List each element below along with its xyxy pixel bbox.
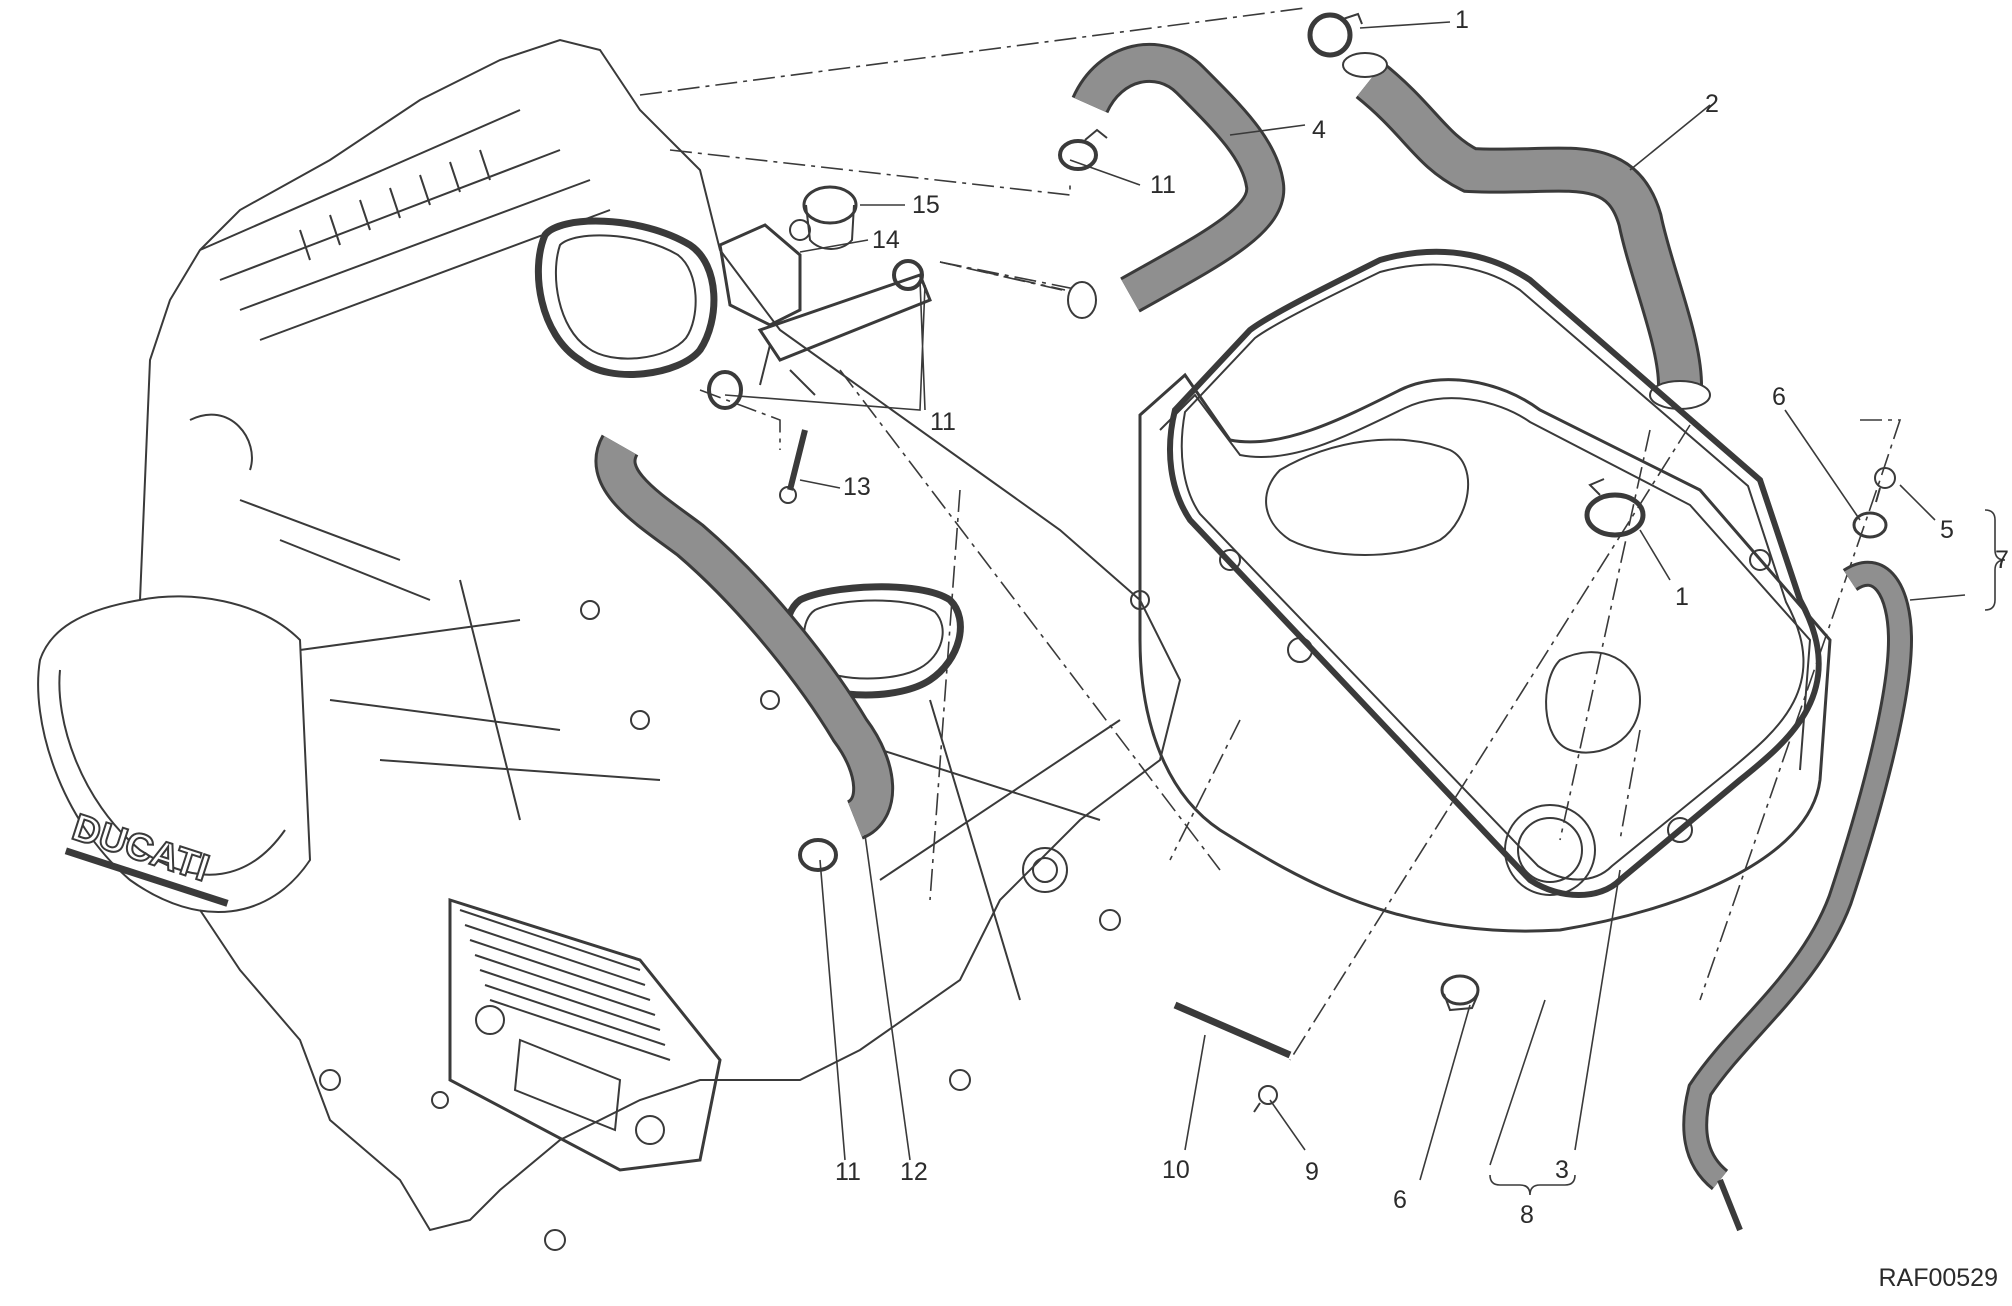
callout-11-c: 11: [835, 1158, 861, 1186]
fitting-5: [1874, 467, 1896, 503]
valve-cover-gasket: [1167, 248, 1822, 898]
clamp-11-d: [798, 838, 838, 872]
callout-6-lower: 6: [1393, 1186, 1407, 1214]
callout-14: 14: [872, 226, 900, 254]
callout-1: 1: [1455, 6, 1469, 34]
filler-cap: [1022, 847, 1068, 893]
clamp-1-lower: [1584, 478, 1646, 538]
callout-leaders: [724, 21, 2006, 1196]
callout-7: 7: [1995, 546, 2009, 574]
bolt-13: [779, 429, 808, 504]
ducati-logo: DUCATI: [64, 806, 229, 907]
callout-8: 8: [1520, 1201, 1534, 1229]
valve-cover: [1138, 372, 1832, 933]
callout-13: 13: [843, 473, 871, 501]
crankcase: [139, 38, 1182, 1232]
callout-1-b: 1: [1675, 583, 1689, 611]
callout-9: 9: [1305, 1158, 1319, 1186]
clamp-11-b: [892, 259, 924, 291]
hose-7: [1682, 560, 1914, 1232]
callout-5: 5: [1940, 516, 1954, 544]
plug-6-lower: [1440, 974, 1480, 1012]
callout-6-upper: 6: [1772, 383, 1786, 411]
reference-code: RAF00529: [1878, 1264, 1998, 1292]
hose-4: [1067, 42, 1286, 319]
callout-4: 4: [1312, 116, 1326, 144]
clamp-11-a: [1058, 128, 1108, 171]
callout-3: 3: [1555, 1156, 1569, 1184]
screw-9: [1253, 1085, 1278, 1113]
callout-2: 2: [1705, 90, 1719, 118]
engine-assembly: DUCATI: [37, 38, 1182, 1251]
oil-cooler: [448, 897, 722, 1172]
assembly-guide-lines: [639, 7, 1902, 1061]
intake-port-upper: [534, 217, 718, 378]
hose-2: [1342, 52, 1711, 410]
callout-11-b: 11: [930, 408, 956, 436]
grommet-15: [802, 185, 858, 250]
clamp-11-c: [707, 370, 743, 410]
hose-12: [594, 434, 895, 840]
clutch-cover: [37, 595, 312, 914]
callout-10: 10: [1162, 1156, 1190, 1184]
callout-15: 15: [912, 191, 940, 219]
callout-12: 12: [900, 1158, 928, 1186]
clamp-1-upper: [1307, 12, 1363, 58]
solenoid-valve-14: [718, 219, 932, 396]
pin-10: [1173, 1001, 1292, 1059]
plug-6-upper: [1852, 511, 1888, 539]
callout-11-a: 11: [1150, 171, 1176, 199]
